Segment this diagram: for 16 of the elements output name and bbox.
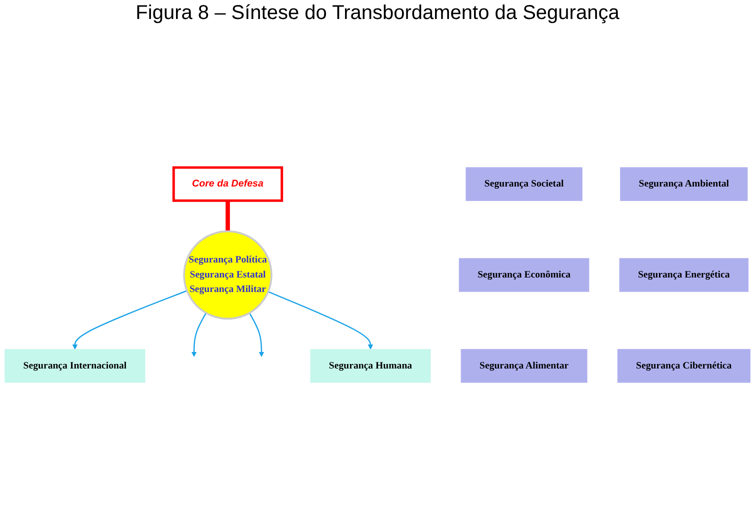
node-box: Segurança Econômica <box>458 258 590 292</box>
node-box: Segurança Societal <box>466 167 582 201</box>
node-box: Core da Defesa <box>172 166 284 202</box>
node-circle: Segurança Política Segurança Estatal Segurança Militar <box>183 230 272 320</box>
arrow <box>268 291 374 350</box>
arrow <box>248 312 264 357</box>
arrow <box>191 312 207 357</box>
arrow <box>72 290 188 350</box>
node-box: Segurança Humana <box>310 349 431 383</box>
connector <box>226 200 230 232</box>
node-box: Segurança Alimentar <box>460 349 588 383</box>
figure-title: Figura 8 – Síntese do Transbordamento da Segurança <box>134 2 620 25</box>
node-box: Segurança Cibernética <box>617 349 750 383</box>
node-box: Segurança Energética <box>619 258 748 292</box>
node-box: Segurança Ambiental <box>620 167 748 201</box>
node-box: Segurança Internacional <box>4 349 146 383</box>
